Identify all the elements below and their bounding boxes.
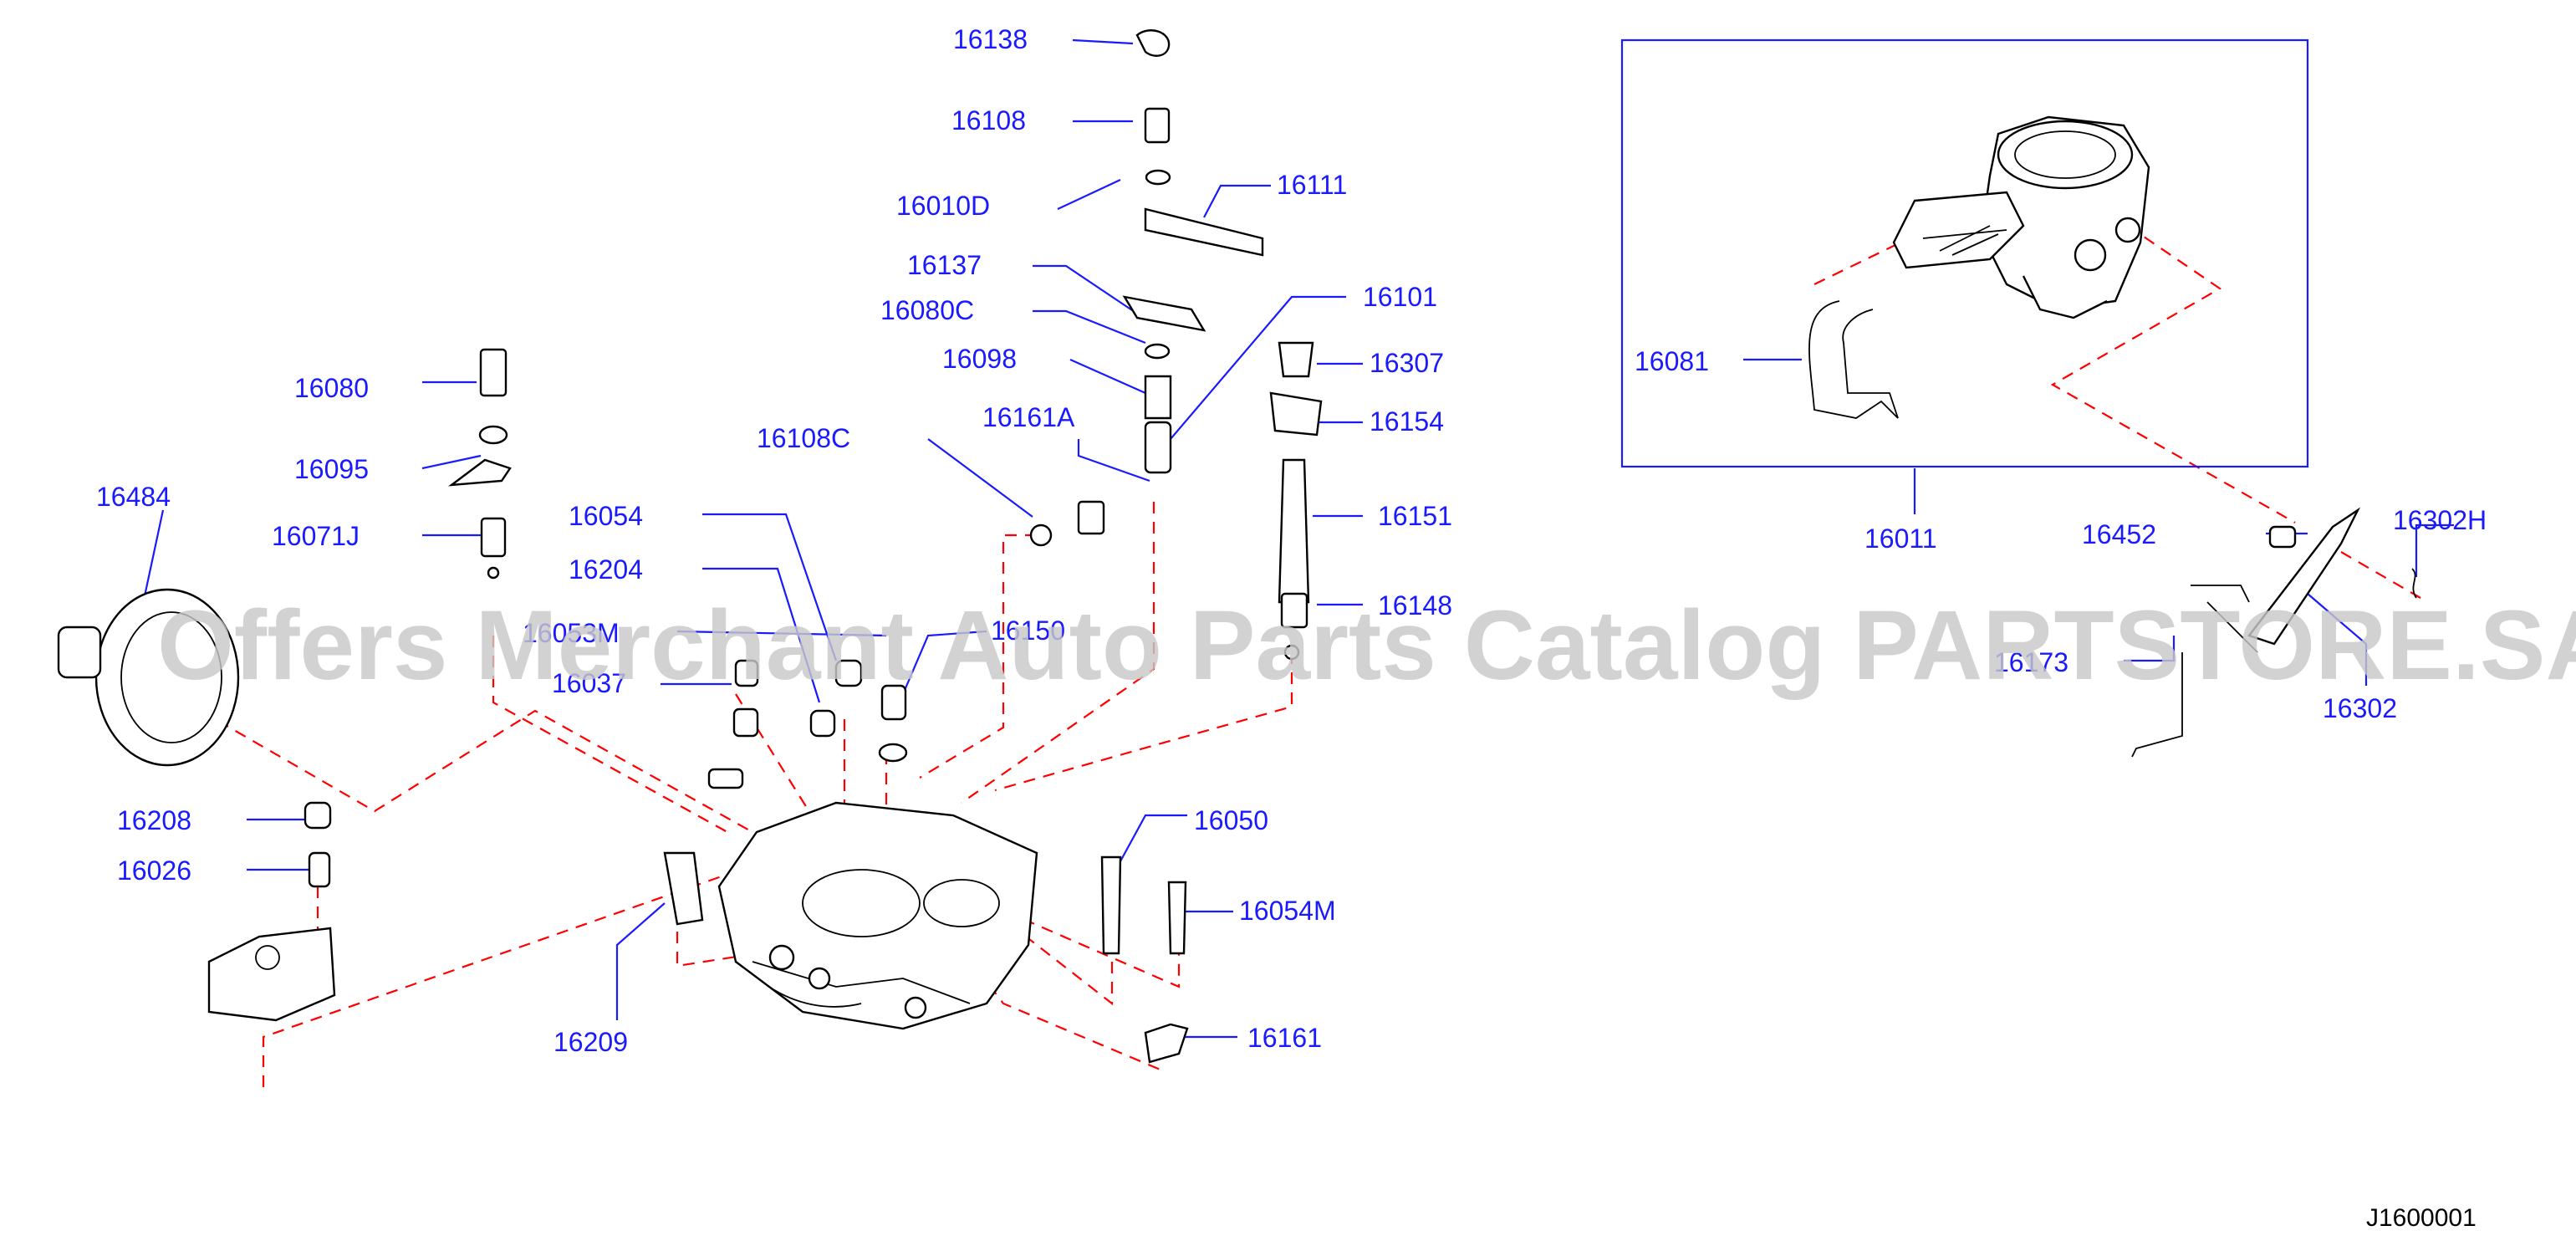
label-16150[interactable]: 16150 xyxy=(991,615,1065,646)
label-16011[interactable]: 16011 xyxy=(1864,523,1937,554)
assembly-frame xyxy=(1620,38,2309,468)
label-16204[interactable]: 16204 xyxy=(569,554,643,585)
label-16080[interactable]: 16080 xyxy=(294,373,369,403)
leader-lines xyxy=(136,38,2454,1039)
label-16101[interactable]: 16101 xyxy=(1363,282,1437,312)
label-16098[interactable]: 16098 xyxy=(942,344,1017,374)
label-16081[interactable]: 16081 xyxy=(1635,346,1709,376)
label-16161A[interactable]: 16161A xyxy=(982,402,1075,432)
label-16108C[interactable]: 16108C xyxy=(757,423,850,453)
lever-assembly-drawing xyxy=(2131,507,2417,758)
label-16026[interactable]: 16026 xyxy=(117,855,191,886)
label-16010D[interactable]: 16010D xyxy=(896,191,990,221)
label-16137[interactable]: 16137 xyxy=(907,250,982,280)
label-16161[interactable]: 16161 xyxy=(1247,1023,1322,1053)
label-16080C[interactable]: 16080C xyxy=(880,295,974,325)
label-16302[interactable]: 16302 xyxy=(2323,693,2397,723)
label-16053M[interactable]: 16053M xyxy=(523,618,620,648)
label-16173[interactable]: 16173 xyxy=(1994,647,2068,677)
label-16151[interactable]: 16151 xyxy=(1378,501,1452,531)
label-16148[interactable]: 16148 xyxy=(1378,590,1452,620)
carburetor-body-drawing xyxy=(717,801,1038,1030)
throttle-body-drawing xyxy=(1892,115,2150,319)
label-16050[interactable]: 16050 xyxy=(1194,805,1268,835)
label-16209[interactable]: 16209 xyxy=(553,1027,628,1057)
label-16208[interactable]: 16208 xyxy=(117,805,191,835)
label-16108[interactable]: 16108 xyxy=(951,105,1026,135)
label-16071J[interactable]: 16071J xyxy=(272,521,360,551)
watermark-text: Offers Merchant Auto Parts Catalog PARTS… xyxy=(157,590,2576,701)
label-16302H[interactable]: 16302H xyxy=(2393,505,2487,535)
label-16095[interactable]: 16095 xyxy=(294,454,369,484)
label-16037[interactable]: 16037 xyxy=(552,668,626,698)
label-16054[interactable]: 16054 xyxy=(569,501,643,531)
label-16484[interactable]: 16484 xyxy=(96,482,171,512)
part-labels: 16138 16108 16010D 16111 16137 16080C 16… xyxy=(96,24,2487,1057)
diagram-code: J1600001 xyxy=(2366,1204,2477,1232)
diaphragm-16484-drawing xyxy=(57,588,240,767)
label-16307[interactable]: 16307 xyxy=(1370,348,1444,378)
label-16154[interactable]: 16154 xyxy=(1370,406,1444,437)
label-16452[interactable]: 16452 xyxy=(2082,519,2156,549)
small-parts-drawing xyxy=(207,29,1323,1064)
label-16054M[interactable]: 16054M xyxy=(1239,896,1336,926)
label-16111[interactable]: 16111 xyxy=(1277,170,1347,200)
label-16138[interactable]: 16138 xyxy=(953,24,1028,54)
hose-16081-drawing xyxy=(1808,300,1899,419)
